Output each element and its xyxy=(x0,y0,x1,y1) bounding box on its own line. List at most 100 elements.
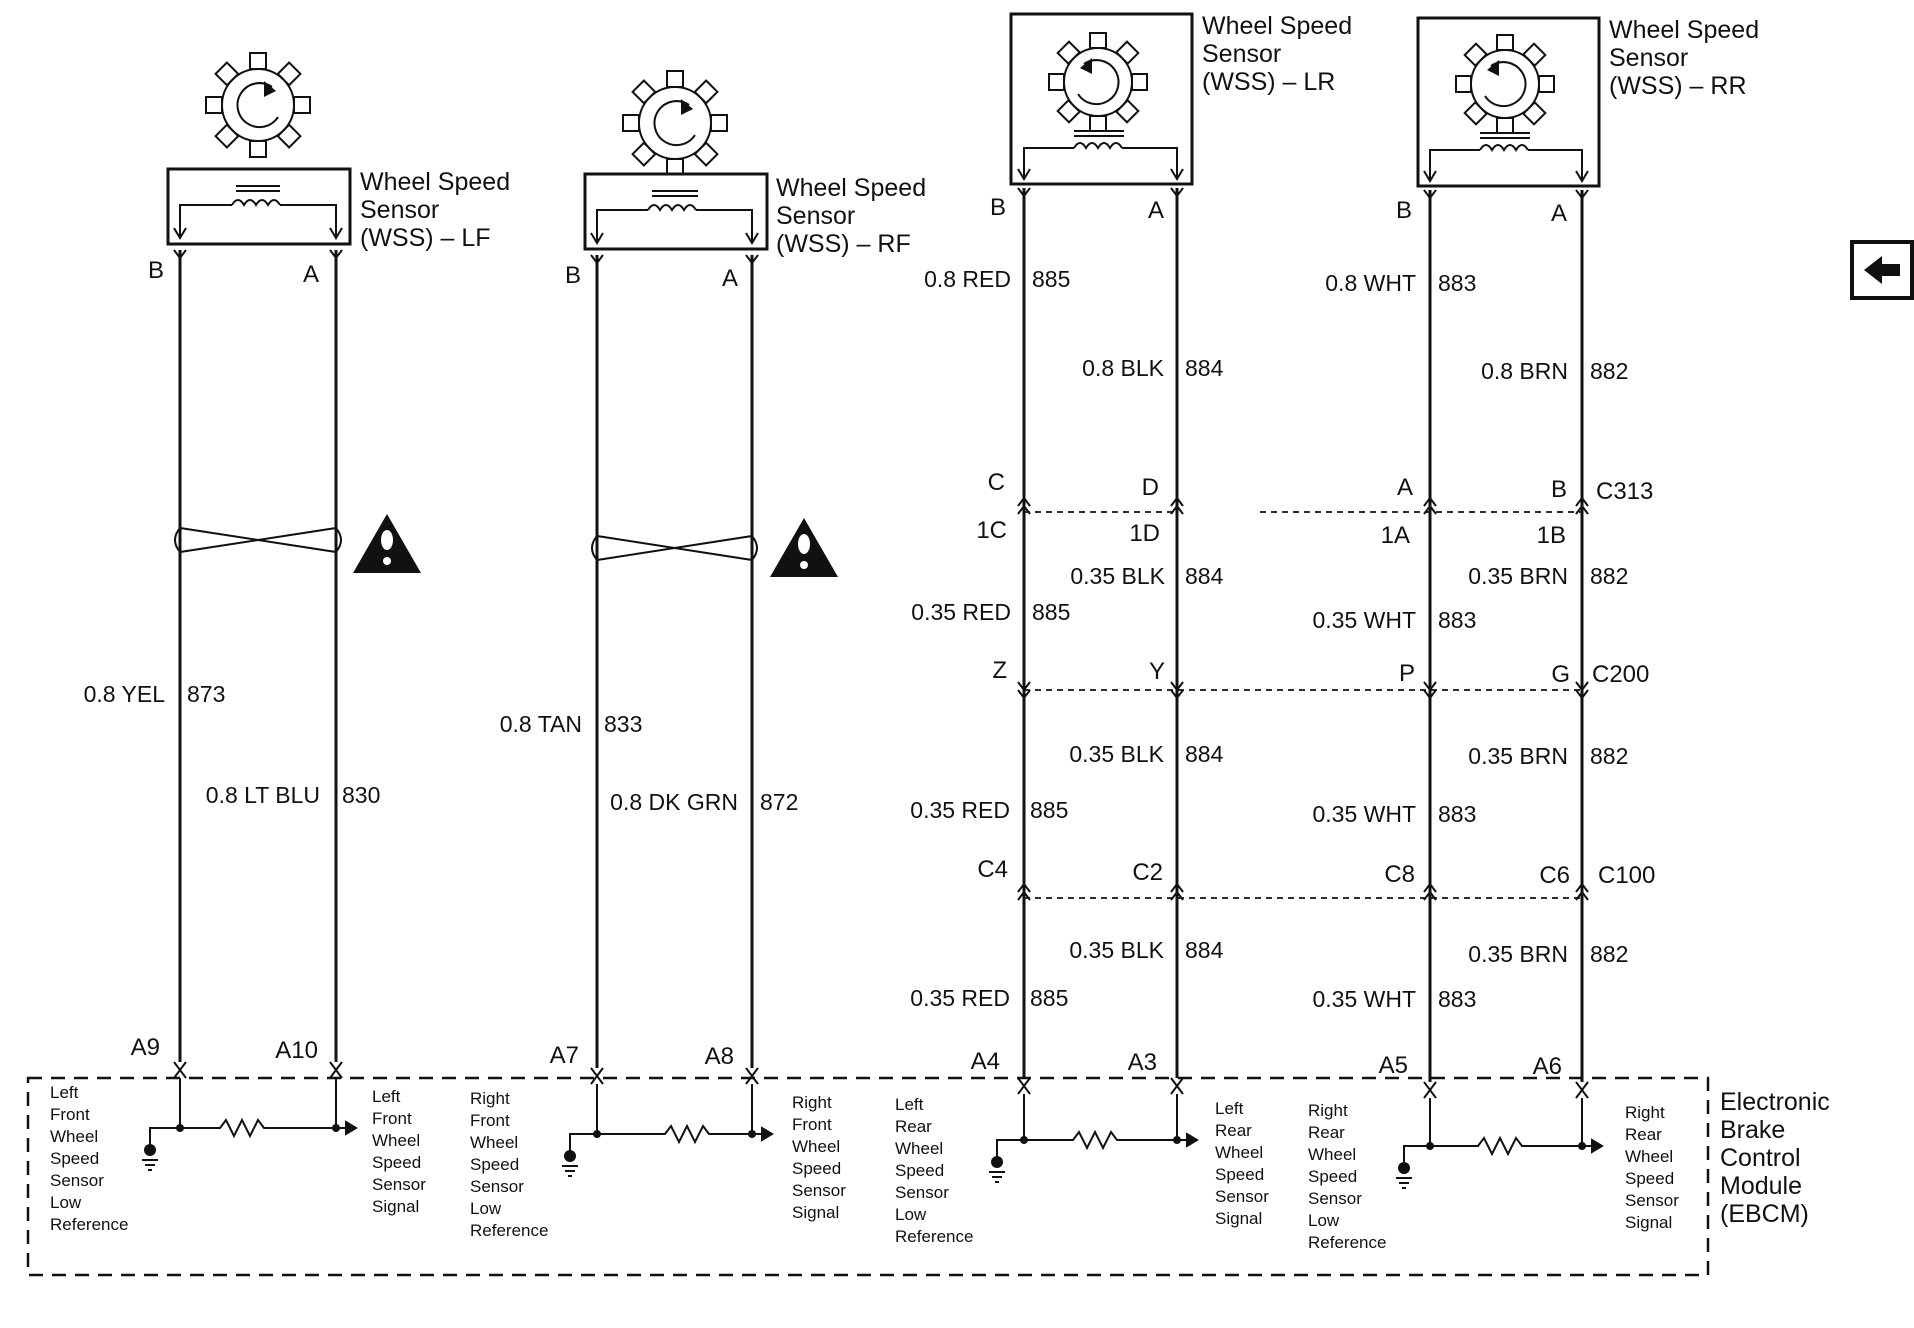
ebcm-function-label-line: Low xyxy=(895,1205,927,1224)
wire-label: 0.35 RED xyxy=(910,985,1010,1011)
pin-label: A xyxy=(1148,197,1164,224)
ebcm-function-label-line: Wheel xyxy=(895,1139,943,1158)
pin-label: B xyxy=(565,262,581,289)
circuit-number: 873 xyxy=(187,681,225,707)
ebcm-function-label-line: Reference xyxy=(895,1227,973,1246)
ebcm-function-label-line: Sensor xyxy=(470,1177,524,1196)
circuit-number: 883 xyxy=(1438,270,1476,296)
ebcm-function-label-line: Low xyxy=(470,1199,502,1218)
ebcm-function-label-line: Speed xyxy=(372,1153,421,1172)
tone-wheel-icon xyxy=(205,52,311,158)
ebcm-function-label-line: Rear xyxy=(1215,1121,1252,1140)
circuit-number: 883 xyxy=(1438,801,1476,827)
wire-label: 0.8 YEL xyxy=(84,681,166,707)
ebcm-function-label-line: Wheel xyxy=(1625,1147,1673,1166)
ebcm-function-label-line: Sensor xyxy=(1308,1189,1362,1208)
pin-label: Y xyxy=(1149,658,1165,685)
sensor-rf: Wheel Speed Sensor (WSS) – RF B A xyxy=(565,70,926,292)
ebcm-function-label-line: Signal xyxy=(1625,1213,1672,1232)
sensor-title-line: Wheel Speed xyxy=(1609,16,1759,44)
pin-label: P xyxy=(1399,660,1415,687)
ebcm-function-label-line: Low xyxy=(1308,1211,1340,1230)
ebcm-function-label-line: Wheel xyxy=(792,1137,840,1156)
sensor-lr: Wheel Speed Sensor (WSS) – LR B A xyxy=(990,12,1352,224)
back-button[interactable] xyxy=(1850,240,1914,300)
ebcm-function-label-line: Left xyxy=(50,1083,79,1102)
ebcm-function-label-line: Rear xyxy=(1625,1125,1662,1144)
ebcm-function-label-line: Front xyxy=(50,1105,90,1124)
tone-wheel-icon xyxy=(1455,34,1555,134)
pin-label: C6 xyxy=(1539,862,1570,889)
circuit-number: 883 xyxy=(1438,986,1476,1012)
ebcm-function-label-line: Speed xyxy=(895,1161,944,1180)
wire-label: 0.8 TAN xyxy=(500,711,582,737)
coil-icon xyxy=(173,185,343,240)
circuit-number: 885 xyxy=(1030,797,1068,823)
ebcm-function-label-line: Reference xyxy=(1308,1233,1386,1252)
wire-label: 0.35 BLK xyxy=(1069,741,1164,767)
circuit-number: 885 xyxy=(1032,266,1070,292)
pin-label: A xyxy=(303,261,319,288)
circuit-number: 883 xyxy=(1438,607,1476,633)
ebcm-title-line: Module xyxy=(1720,1172,1802,1200)
left-arrow-icon xyxy=(1864,256,1900,284)
ebcm-function-label-line: Sensor xyxy=(50,1171,104,1190)
sensor-title-line: Sensor xyxy=(360,196,439,224)
coil-icon xyxy=(1017,130,1184,181)
ebcm-function-label-line: Speed xyxy=(1308,1167,1357,1186)
ebcm-title-line: Brake xyxy=(1720,1116,1785,1144)
ebcm-function-label-line: Wheel xyxy=(1215,1143,1263,1162)
ebcm-function-label-line: Left xyxy=(1215,1099,1244,1118)
sensor-title-line: Sensor xyxy=(1609,44,1688,72)
ebcm-function-label-line: Sensor xyxy=(1215,1187,1269,1206)
pin-label: B xyxy=(1551,476,1567,503)
ebcm-function-label-line: Right xyxy=(792,1093,832,1112)
pin-label: A5 xyxy=(1379,1052,1408,1079)
ebcm-function-label-line: Right xyxy=(1625,1103,1665,1122)
connector-name: C100 xyxy=(1598,862,1655,889)
ebcm-function-label-line: Reference xyxy=(50,1215,128,1234)
tone-wheel-icon xyxy=(622,70,728,176)
ebcm-function-label-line: Front xyxy=(470,1111,510,1130)
pin-label: A3 xyxy=(1128,1049,1157,1076)
circuit-number: 833 xyxy=(604,711,642,737)
circuit-number: 872 xyxy=(760,789,798,815)
ebcm-function-label-line: Left xyxy=(895,1095,924,1114)
ebcm-function-label-line: Rear xyxy=(1308,1123,1345,1142)
ebcm-function-label-line: Speed xyxy=(50,1149,99,1168)
sensor-title-line: Wheel Speed xyxy=(1202,12,1352,40)
pin-label: C xyxy=(988,469,1005,496)
pin-label: B xyxy=(1396,197,1412,224)
wire-label: 0.35 BRN xyxy=(1468,941,1568,967)
connector-name: C200 xyxy=(1592,661,1649,688)
ebcm-function-label-line: Low xyxy=(50,1193,82,1212)
wire-label: 0.8 WHT xyxy=(1325,270,1416,296)
wire-label: 0.35 RED xyxy=(911,599,1011,625)
sensor-title-line: Sensor xyxy=(1202,40,1281,68)
warning-triangle-icon xyxy=(353,514,421,573)
pin-label: B xyxy=(990,194,1006,221)
pin-label: G xyxy=(1551,661,1570,688)
pin-label: A xyxy=(1397,474,1413,501)
pin-label: A xyxy=(722,265,738,292)
pin-label: 1C xyxy=(976,517,1007,544)
circuit-number: 830 xyxy=(342,782,380,808)
pin-label: A6 xyxy=(1533,1053,1562,1080)
wire-label: 0.35 RED xyxy=(910,797,1010,823)
circuit-number: 885 xyxy=(1032,599,1070,625)
wire-label: 0.35 WHT xyxy=(1312,607,1416,633)
pin-label: 1A xyxy=(1381,522,1410,549)
sensor-title-line: Sensor xyxy=(776,202,855,230)
ebcm-function-label-line: Wheel xyxy=(470,1133,518,1152)
warning-triangle-icon xyxy=(770,518,838,577)
sensor-lf: Wheel Speed Sensor (WSS) – LF B A xyxy=(148,52,510,288)
sensor-title-line: Wheel Speed xyxy=(360,168,510,196)
circuit-number: 882 xyxy=(1590,941,1628,967)
wire-label: 0.35 WHT xyxy=(1312,801,1416,827)
ebcm-function-label-line: Speed xyxy=(1625,1169,1674,1188)
wire-label: 0.35 BLK xyxy=(1069,937,1164,963)
wire-label: 0.8 BRN xyxy=(1481,358,1568,384)
sensor-title-line: (WSS) – LR xyxy=(1202,68,1335,96)
sensor-title-line: (WSS) – LF xyxy=(360,224,491,252)
circuit-number: 882 xyxy=(1590,563,1628,589)
